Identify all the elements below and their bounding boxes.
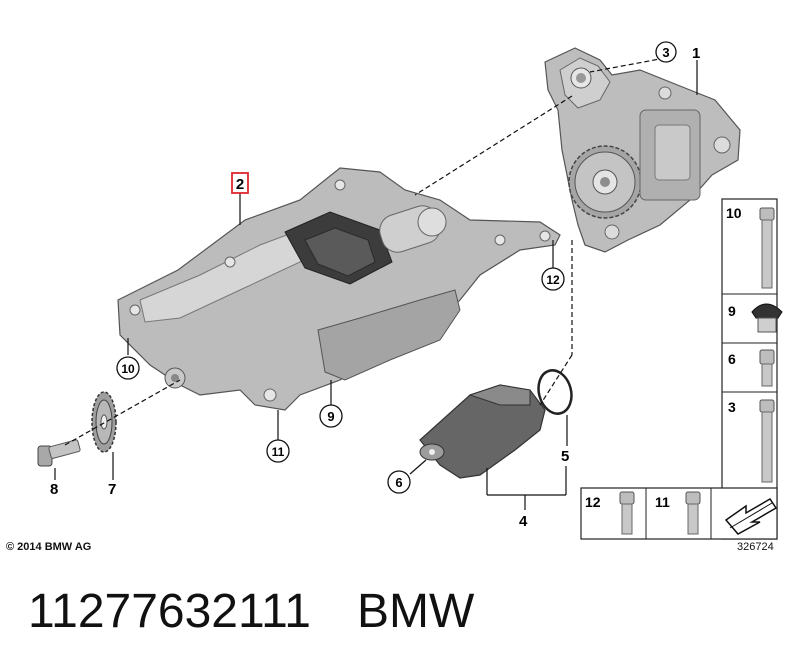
- leader-lines: [54, 57, 698, 510]
- callout-1: 1: [692, 45, 700, 62]
- oil-sump-illustration: [117, 167, 561, 411]
- callout-2-label: 2: [236, 176, 244, 193]
- sprocket-illustration: [91, 391, 117, 453]
- oil-pump-illustration: [544, 47, 741, 253]
- callout-3: 3: [655, 41, 677, 63]
- drawing-number: 326724: [737, 541, 774, 553]
- copyright-notice: © 2014 BMW AG: [6, 541, 92, 553]
- fastener-legend: 10 9 6 3 12 11: [580, 198, 783, 540]
- callout-7: 7: [108, 481, 116, 498]
- callout-6-label: 6: [395, 475, 402, 490]
- callout-2-highlighted: 2: [231, 172, 249, 194]
- callout-4: 4: [519, 513, 528, 530]
- callout-10-label: 10: [121, 362, 135, 376]
- callout-6: 6: [387, 470, 411, 494]
- callout-12-label: 12: [546, 273, 560, 287]
- bolt-illustration: [37, 439, 81, 467]
- callout-3-label: 3: [662, 45, 669, 60]
- parts-diagram: 1 3 2 12 10 9 11 6 5 4 7 8: [37, 41, 783, 540]
- callout-9: 9: [319, 404, 343, 428]
- brand-name: BMW: [357, 585, 475, 638]
- oil-pickup-illustration: [419, 369, 573, 479]
- legend-label-12: 12: [585, 494, 601, 510]
- callout-10: 10: [116, 356, 140, 380]
- callout-11-label: 11: [272, 445, 285, 459]
- legend-label-3: 3: [728, 399, 736, 415]
- callout-5: 5: [561, 448, 569, 465]
- legend-label-11: 11: [655, 494, 670, 510]
- callout-8: 8: [50, 481, 58, 498]
- callout-12: 12: [541, 267, 565, 291]
- part-number: 11277632111: [28, 585, 311, 638]
- legend-label-6: 6: [728, 351, 736, 367]
- legend-label-10: 10: [726, 205, 742, 221]
- callout-11: 11: [266, 439, 290, 463]
- legend-label-9: 9: [728, 303, 736, 319]
- direction-arrow-icon: [724, 497, 778, 535]
- callout-9-label: 9: [327, 409, 334, 424]
